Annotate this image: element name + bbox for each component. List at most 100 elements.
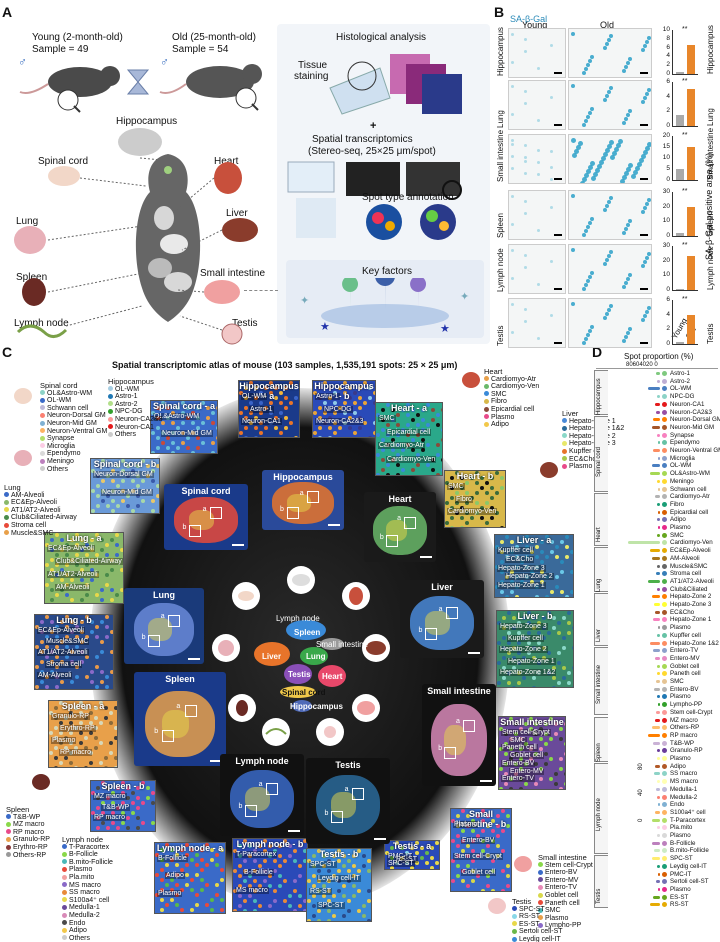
spot: [131, 821, 135, 825]
spot: [542, 626, 546, 630]
old-sample: Sample = 54: [172, 44, 229, 55]
spot: [342, 914, 346, 918]
spot: [181, 401, 185, 405]
tile-label: Erythro-RP: [59, 725, 96, 732]
spot: [165, 873, 169, 877]
group-label-spinal-cord: Spinal cord: [596, 446, 602, 477]
spot: [101, 499, 105, 503]
spot: [211, 401, 215, 405]
spot: [50, 598, 54, 602]
legend-text: OL-WM: [115, 385, 140, 393]
tile-label: AT1/AT2-Alveoli: [37, 649, 89, 657]
spot: [101, 509, 105, 513]
spot: [530, 540, 534, 544]
tick-label: 10: [662, 217, 670, 225]
spot: [327, 919, 331, 921]
spot: [445, 521, 449, 525]
spot: [254, 406, 258, 410]
stain-dot: [580, 181, 585, 183]
spot: [55, 553, 59, 557]
spot: [69, 761, 73, 765]
spot: [373, 381, 375, 385]
center-label-ln: Lymph node: [276, 614, 320, 623]
spot: [456, 814, 460, 818]
spot: [80, 568, 84, 572]
spot: [50, 588, 54, 592]
spot: [530, 580, 534, 584]
spot: [258, 894, 262, 898]
cell-type-label: RS-ST: [670, 901, 689, 909]
stain-dot: [524, 50, 527, 53]
spot: [205, 913, 209, 914]
spot: [238, 864, 242, 868]
type-swatch: [662, 655, 667, 661]
spot: [105, 655, 109, 659]
spot: [496, 874, 500, 878]
spot: [401, 458, 405, 462]
spot: [165, 843, 169, 847]
spot: [504, 722, 508, 726]
spot: [532, 616, 536, 620]
row-label: Spleen: [496, 213, 505, 238]
spot: [460, 506, 464, 510]
spot: [59, 721, 63, 725]
type-swatch: [662, 871, 667, 877]
spot: [545, 575, 549, 579]
tile-label: Entero-TV: [501, 775, 535, 783]
spot: [191, 451, 195, 453]
tile-title: Lung - a: [66, 533, 102, 543]
spot: [511, 869, 512, 873]
spot: [362, 884, 366, 888]
legend-text: Lympho-PP: [545, 922, 582, 930]
spot: [466, 854, 470, 858]
spot: [323, 411, 327, 415]
tile-label: Neuron-CA2&3: [315, 418, 365, 426]
spot: [160, 858, 164, 862]
spot: [50, 620, 54, 624]
spot: [283, 889, 287, 893]
spot: [475, 511, 479, 515]
spot: [348, 386, 352, 390]
spot: [289, 421, 293, 425]
spot: [156, 416, 160, 420]
spot: [64, 716, 68, 720]
spot: [343, 421, 347, 425]
spot: [75, 685, 79, 689]
spot: [550, 550, 554, 554]
spot: [146, 494, 150, 498]
spot: [165, 883, 169, 887]
stain-dot: [537, 173, 540, 176]
spot: [396, 463, 400, 467]
spot: [45, 553, 49, 557]
stain-dot: [511, 331, 514, 334]
spot: [352, 904, 356, 908]
spot: [535, 595, 539, 597]
cell-type-label: Hepato-Zone 2: [670, 593, 712, 601]
spot: [105, 645, 109, 649]
proportion-violin: [649, 472, 660, 476]
type-swatch: [662, 671, 667, 677]
spot: [190, 868, 194, 872]
spot: [406, 443, 410, 447]
spot: [289, 381, 293, 385]
spot: [510, 570, 514, 574]
type-swatch: [662, 486, 667, 492]
stain-dot: [586, 63, 590, 67]
stain-dot: [628, 327, 632, 331]
stain-dot: [635, 166, 640, 171]
spot: [273, 899, 277, 903]
tile-label: AM-Alveoli: [37, 671, 73, 679]
spot: [532, 666, 536, 670]
spot: [96, 786, 100, 790]
spot: [303, 899, 307, 903]
spot: [75, 635, 79, 639]
spot: [105, 625, 109, 629]
spot: [500, 526, 504, 527]
spot: [471, 859, 475, 863]
spot: [391, 418, 395, 422]
group-label-heart: Heart: [596, 527, 602, 543]
spot: [343, 401, 347, 405]
spot: [395, 851, 399, 855]
spot: [367, 919, 371, 921]
section-name: Testis: [335, 760, 361, 770]
